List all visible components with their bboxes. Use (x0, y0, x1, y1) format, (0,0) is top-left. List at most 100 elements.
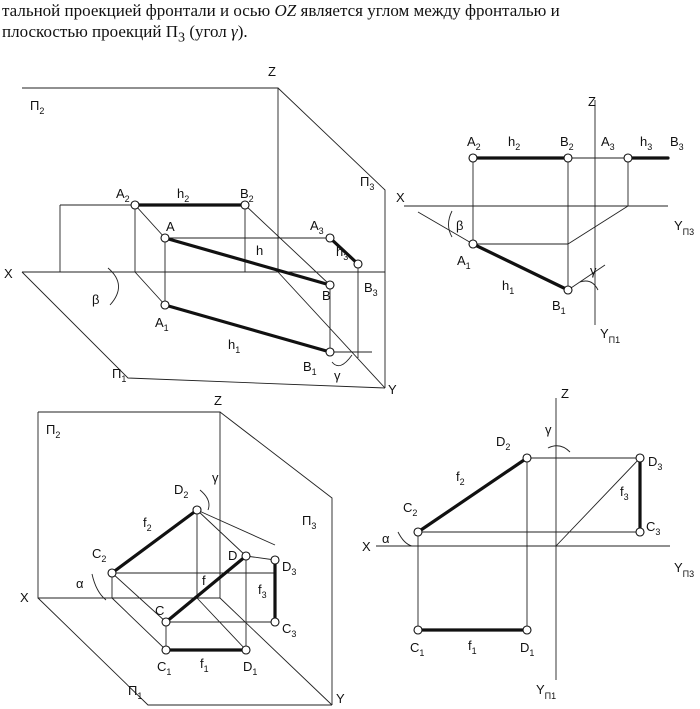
projection-line (555, 457, 641, 547)
line-f2 (416, 456, 529, 534)
label-a: A (166, 219, 175, 234)
label-gamma: γ (334, 368, 341, 383)
projection-line (111, 572, 167, 623)
angle-alpha-arc (91, 573, 107, 601)
point-marker (563, 285, 573, 295)
label-d: D (228, 548, 237, 563)
label-p2: П2 (30, 98, 44, 116)
label-a3: A3 (601, 134, 615, 152)
label-b: B (322, 288, 331, 303)
point-marker (130, 200, 140, 210)
plane-p1-outline (21, 271, 386, 389)
label-f3: f3 (620, 484, 629, 502)
label-h1: h1 (228, 337, 240, 355)
label-c3: C3 (646, 519, 660, 537)
point-marker (522, 453, 532, 463)
label-z: Z (588, 94, 596, 109)
plane-p1-outline (37, 597, 332, 706)
label-h3: h3 (640, 134, 652, 152)
projection-line (134, 271, 166, 306)
label-z: Z (561, 386, 569, 401)
label-c2: C2 (92, 546, 106, 564)
projection-line (567, 264, 606, 291)
point-marker (413, 527, 423, 537)
angle-gamma-arc (547, 445, 571, 453)
label-f2: f2 (143, 515, 152, 533)
point-marker (353, 259, 363, 269)
projection-line (111, 597, 167, 651)
projection-line (196, 509, 276, 546)
label-beta: β (456, 218, 463, 233)
projection-line (60, 204, 166, 305)
point-marker (635, 453, 645, 463)
point-marker (468, 239, 478, 249)
label-beta: β (92, 292, 99, 307)
figure-frontal-3d: Z X Y П2 П3 D2 f2 C2 D D3 f f3 C C3 C1 f… (20, 393, 345, 706)
label-y: Y (336, 691, 345, 706)
axis-y-line (219, 597, 333, 706)
label-b1: B1 (552, 298, 566, 316)
figure-horizontal-ortho: Z X A2 h2 B2 A3 h3 B3 YП3 A1 h1 B1 β γ Y… (396, 94, 694, 345)
label-x: X (362, 539, 371, 554)
point-marker (270, 555, 280, 565)
line-h1 (471, 242, 570, 292)
label-h1: h1 (502, 278, 514, 296)
label-h: h (256, 243, 263, 258)
point-marker (160, 233, 170, 243)
figure-horizontal-3d: Z X Y П2 П3 A2 h2 B2 A h A3 h3 B B3 A1 h… (4, 64, 397, 397)
caption-text: тальной проекцией фронтали и осью OZ явл… (2, 1, 560, 46)
point-marker (325, 280, 335, 290)
label-d2: D2 (496, 434, 510, 452)
angle-gamma-arc (579, 280, 599, 291)
label-b2: B2 (560, 134, 574, 152)
label-p3: П3 (360, 174, 374, 192)
projection-line (245, 555, 276, 561)
label-f2: f2 (456, 469, 465, 487)
label-yp1: YП1 (536, 682, 556, 701)
label-p3: П3 (302, 513, 316, 531)
label-f1: f1 (200, 656, 209, 674)
point-marker (325, 233, 335, 243)
label-f3: f3 (258, 582, 267, 600)
label-alpha: α (382, 531, 390, 546)
label-gamma: γ (590, 263, 597, 278)
label-x: X (4, 266, 13, 281)
plane-p2-outline (37, 411, 221, 599)
angle-gamma-arc (199, 489, 210, 511)
label-d3: D3 (648, 454, 662, 472)
label-c2: C2 (403, 500, 417, 518)
label-c1: C1 (410, 640, 424, 658)
label-a1: A1 (457, 253, 471, 271)
angle-beta-arc (448, 210, 453, 238)
angle-gamma-arc (331, 354, 353, 367)
point-marker (241, 645, 251, 655)
point-marker (241, 551, 251, 561)
point-marker (325, 347, 335, 357)
label-z: Z (214, 393, 222, 408)
label-p1: П1 (128, 683, 142, 701)
angle-beta-arc (107, 267, 119, 306)
plane-p3-outline (219, 411, 333, 705)
line-h1 (163, 303, 332, 354)
plane-p3-outline (277, 87, 386, 388)
projection-line (567, 205, 629, 245)
line-h3 (328, 236, 360, 266)
point-marker (270, 617, 280, 627)
point-marker (107, 568, 117, 578)
point-marker (468, 153, 478, 163)
line-f (164, 554, 248, 624)
label-yp3: YП3 (674, 218, 694, 237)
label-z: Z (268, 64, 276, 79)
label-c: C (155, 603, 164, 618)
label-c3: C3 (282, 621, 296, 639)
axis-y-line (277, 271, 386, 389)
label-h2: h2 (508, 134, 520, 152)
point-marker (635, 527, 645, 537)
point-marker (192, 505, 202, 515)
label-b1: B1 (303, 359, 317, 377)
point-marker (413, 625, 423, 635)
point-marker (161, 645, 171, 655)
point-marker (563, 153, 573, 163)
projection-line (417, 211, 474, 245)
